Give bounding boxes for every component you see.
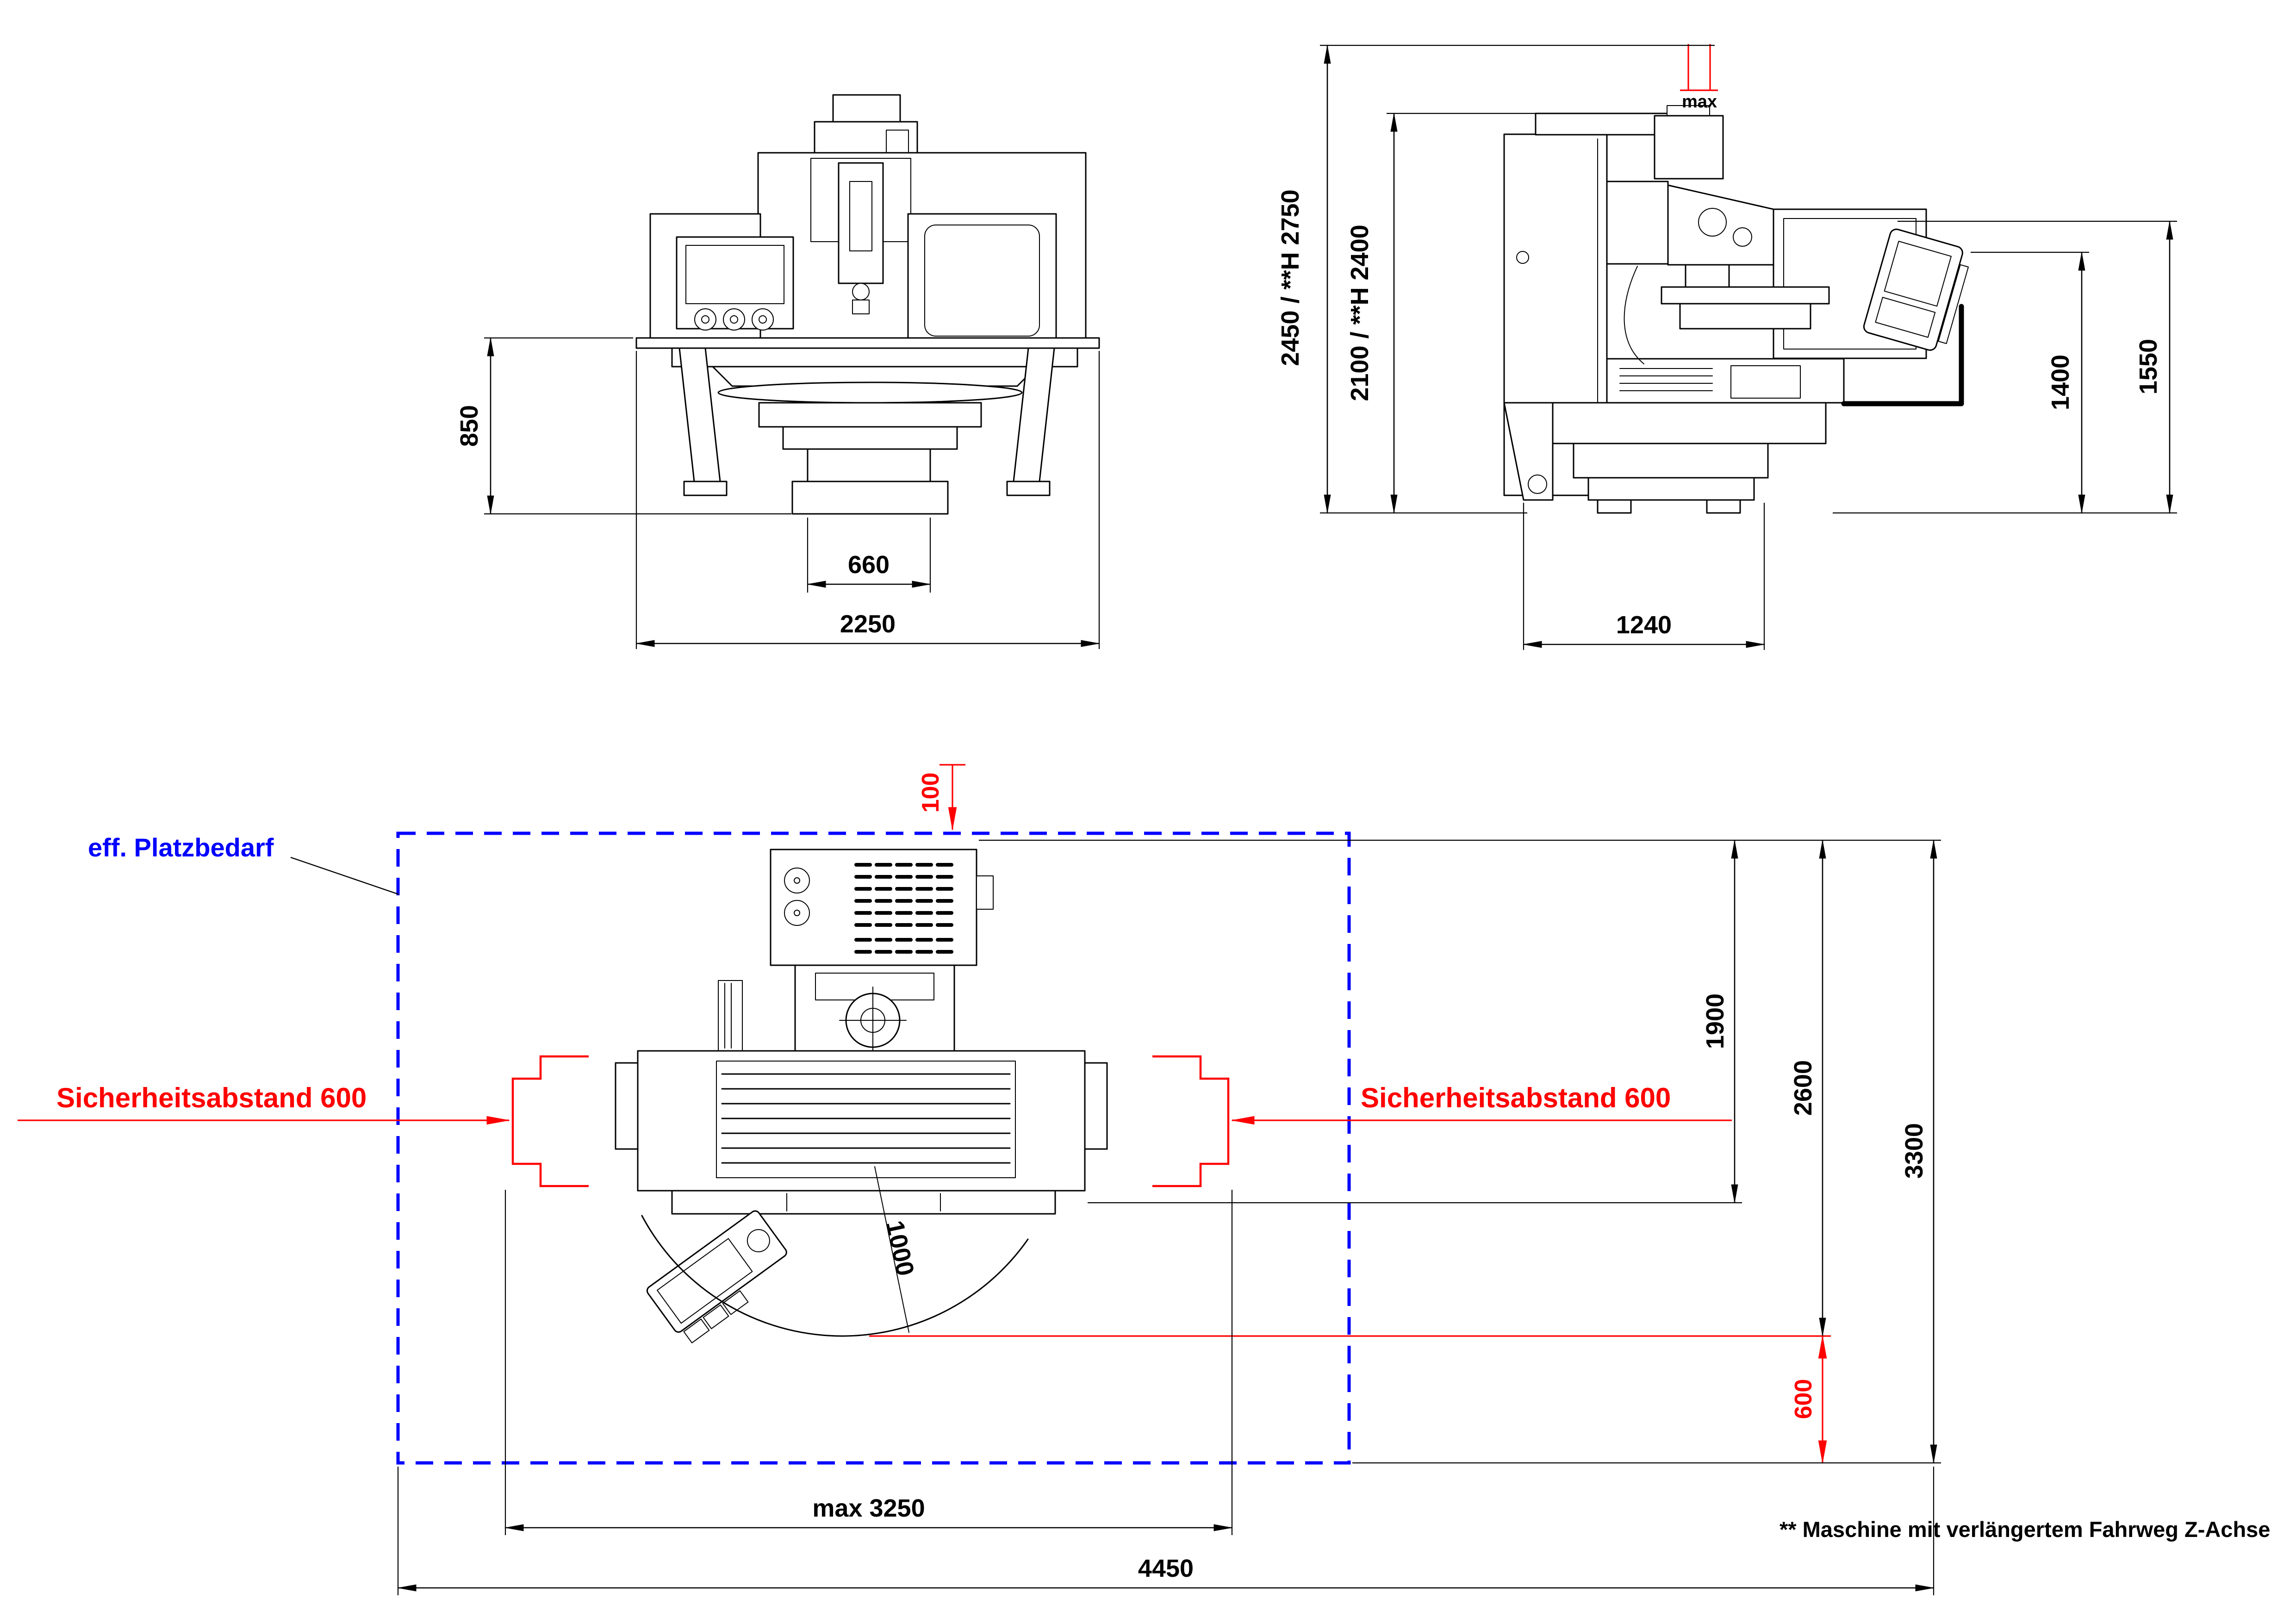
front-table-support <box>712 366 1038 387</box>
side-pendant-screen <box>1884 241 1952 307</box>
side-table <box>1661 286 1830 305</box>
safety-bracket-left <box>511 1055 589 1187</box>
side-pendant-panel <box>1863 228 1969 351</box>
dim-1240-group: 1240 <box>1522 503 1766 650</box>
dim-2250-group: 2250 <box>635 351 1101 649</box>
front-machine-drawing <box>635 94 1100 515</box>
side-body <box>1606 358 1845 404</box>
side-column-port <box>1516 251 1529 264</box>
dim-1400-group: 1400 <box>1971 251 2089 514</box>
front-right-foot <box>1006 481 1051 496</box>
dim-600-label: 600 <box>1790 1379 1817 1419</box>
front-tool <box>852 300 870 314</box>
front-window <box>924 225 1040 337</box>
side-saddle <box>1679 303 1811 330</box>
front-bed-plate <box>635 337 1100 349</box>
front-top-box <box>832 94 901 123</box>
dim-2450-group: 2450 / **H 2750 <box>1276 44 1715 514</box>
safety-right-group: Sicherheitsabstand 600 <box>1152 1055 1732 1187</box>
space-label-leader <box>290 856 399 895</box>
dim-850-group: 850 <box>455 337 791 515</box>
front-handwheel-3-hub <box>759 315 767 324</box>
side-head-detail-1 <box>1698 208 1727 237</box>
dim-1900-label: 1900 <box>1701 993 1729 1049</box>
side-pendant-handle <box>1938 264 1969 344</box>
dim-1240-label: 1240 <box>1616 611 1672 639</box>
safety-bracket-right <box>1152 1055 1230 1187</box>
front-handwheel-1-hub <box>701 315 709 324</box>
safety-left-group: Sicherheitsabstand 600 <box>18 1055 589 1187</box>
side-spindle-nose <box>1685 264 1730 288</box>
plan-machine-drawing <box>615 849 1108 1343</box>
front-base-block-1 <box>758 402 982 428</box>
dim-2600-label: 2600 <box>1789 1060 1817 1116</box>
dim-2250-label: 2250 <box>840 610 896 638</box>
max-travel-group: max <box>1680 44 1718 112</box>
dim-max3250-label: max 3250 <box>812 1494 925 1522</box>
dim-660-label: 660 <box>848 551 890 579</box>
front-saddle <box>671 347 1078 368</box>
front-pedestal <box>807 448 931 482</box>
side-body-hatch <box>1730 365 1801 399</box>
dim-850-label: 850 <box>455 405 483 447</box>
dim-1550-group: 1550 <box>1833 220 2177 514</box>
space-boundary <box>396 831 1351 1465</box>
side-machine-drawing <box>1503 105 1969 514</box>
space-label: eff. Platzbedarf <box>88 833 274 862</box>
front-base-block-2 <box>782 426 958 450</box>
plan-right-wing <box>1084 1062 1108 1150</box>
dim-100-group: 100 <box>917 764 965 831</box>
side-foot <box>1587 477 1755 501</box>
footnote: ** Maschine mit verlängertem Fahrweg Z-A… <box>1780 1517 2270 1542</box>
dim-660-group: 660 <box>806 518 932 593</box>
side-pendant-keys <box>1875 297 1936 338</box>
dim-1550-label: 1550 <box>2134 339 2162 394</box>
front-handwheel-2-hub <box>730 315 738 324</box>
side-pedestal <box>1573 443 1769 479</box>
safety-label-right: Sicherheitsabstand 600 <box>1361 1082 1671 1113</box>
plan-side-post <box>718 980 743 1051</box>
plan-view: eff. Platzbedarf <box>18 764 2270 1595</box>
dim-1000-label: 1000 <box>881 1218 920 1278</box>
front-screen <box>685 245 784 304</box>
plan-column-unit <box>770 849 977 966</box>
plan-table <box>716 1061 1016 1178</box>
dim-3300-label: 3300 <box>1900 1123 1928 1179</box>
plan-rear-tab <box>976 875 994 910</box>
dim-2100-label: 2100 / **H 2400 <box>1346 225 1374 401</box>
dim-1400-label: 1400 <box>2047 355 2074 410</box>
front-left-foot <box>683 481 728 496</box>
dim-4450-group: 4450 <box>397 1467 1935 1595</box>
front-base-foot <box>791 481 949 515</box>
dim-depth-group: 1900 2600 600 3300 <box>869 839 1941 1464</box>
dim-max3250-group: max 3250 <box>504 1190 1233 1535</box>
front-view: 850 660 2250 <box>455 94 1101 649</box>
plan-left-wing <box>615 1062 639 1150</box>
side-hose <box>1624 266 1644 364</box>
safety-label-left: Sicherheitsabstand 600 <box>56 1082 367 1113</box>
side-view: max 2450 / **H 2750 2100 / **H 2400 1400… <box>1276 44 2177 650</box>
side-head-detail-2 <box>1733 227 1752 247</box>
side-wheel <box>1528 475 1547 494</box>
plan-pendant-swung <box>646 1210 787 1343</box>
side-base <box>1552 402 1827 444</box>
max-label: max <box>1682 92 1717 112</box>
plan-front-apron <box>671 1190 1056 1215</box>
side-guide-block <box>1606 181 1669 265</box>
front-rotary-table <box>717 381 1023 404</box>
side-pad-right <box>1706 499 1741 514</box>
dim-2100-group: 2100 / **H 2400 <box>1346 112 1537 514</box>
plan-swing-radius-line <box>874 1166 909 1333</box>
side-z-motor <box>1654 115 1724 180</box>
dim-2450-label: 2450 / **H 2750 <box>1276 189 1304 366</box>
plan-swing-arc <box>641 1215 1029 1337</box>
dim-100-label: 100 <box>917 773 944 813</box>
side-pad-left <box>1597 499 1632 514</box>
side-pendant-arm <box>1841 304 1964 406</box>
front-spindle <box>849 181 872 251</box>
dim-4450-label: 4450 <box>1138 1555 1194 1582</box>
front-spindle-nose <box>852 283 870 300</box>
